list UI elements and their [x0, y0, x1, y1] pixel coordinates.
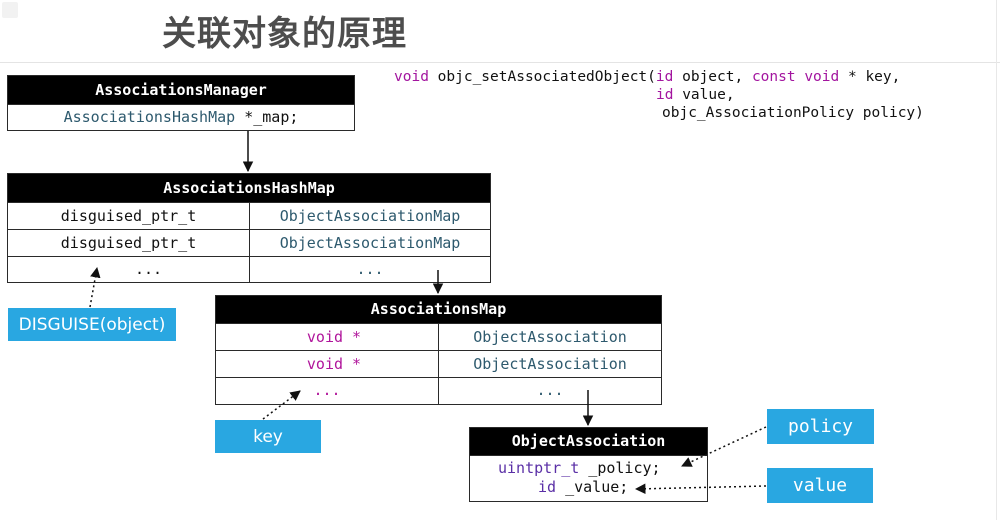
hashmap-value-cell: ObjectAssociationMap	[249, 230, 490, 256]
associations-manager-header: AssociationsManager	[8, 76, 354, 104]
policy-callout: policy	[767, 409, 874, 444]
signature-line-3: objc_AssociationPolicy policy)	[662, 105, 924, 121]
object-association-fields: uintptr_t _policy; id _value;	[470, 455, 707, 501]
manager-field-cell: AssociationsHashMap *_map;	[63, 108, 299, 126]
table-row: ... ...	[8, 256, 490, 282]
assocmap-value-cell: ObjectAssociation	[438, 324, 661, 350]
hashmap-key-cell: ...	[134, 260, 163, 278]
policy-to-field-dotted-arrow	[681, 426, 767, 467]
hashmap-value-cell: ObjectAssociationMap	[249, 203, 490, 229]
window-corner-icon	[2, 2, 18, 18]
key-callout: key	[215, 420, 321, 453]
right-divider	[996, 0, 997, 520]
value-field: id _value;	[538, 478, 629, 496]
associations-hashmap-box: AssociationsHashMap disguised_ptr_t Obje…	[7, 173, 491, 283]
value-to-field-dotted-arrow	[634, 483, 767, 495]
associations-hashmap-header: AssociationsHashMap	[8, 174, 490, 202]
assocmap-value-cell: ObjectAssociation	[438, 351, 661, 377]
policy-field: uintptr_t _policy;	[498, 459, 661, 477]
assocmap-value-cell: ...	[438, 378, 661, 404]
assocmap-key-cell: void *	[306, 328, 362, 346]
table-row: disguised_ptr_t ObjectAssociationMap	[8, 229, 490, 256]
object-association-box: ObjectAssociation uintptr_t _policy; id …	[469, 427, 708, 502]
function-signature: void objc_setAssociatedObject(id object,…	[394, 68, 924, 122]
key-to-void-dotted-arrow	[262, 390, 301, 420]
disguise-callout: DISGUISE(object)	[8, 308, 176, 341]
table-row: disguised_ptr_t ObjectAssociationMap	[8, 202, 490, 229]
table-row: void * ObjectAssociation	[216, 323, 661, 350]
value-callout: value	[767, 468, 873, 503]
object-association-header: ObjectAssociation	[470, 428, 707, 455]
associations-manager-field: AssociationsHashMap *_map;	[8, 104, 354, 130]
table-row: void * ObjectAssociation	[216, 350, 661, 377]
header-divider	[0, 62, 1000, 63]
hashmap-key-cell: disguised_ptr_t	[60, 207, 197, 225]
signature-line-1: void objc_setAssociatedObject(id object,…	[394, 69, 901, 85]
page-title: 关联对象的原理	[162, 14, 407, 54]
assocmap-key-cell: ...	[313, 381, 341, 399]
associations-manager-box: AssociationsManager AssociationsHashMap …	[7, 75, 355, 131]
associations-map-box: AssociationsMap void * ObjectAssociation…	[215, 295, 662, 405]
disguise-to-key-dotted-arrow	[89, 266, 101, 308]
hashmap-key-cell: disguised_ptr_t	[60, 234, 197, 252]
table-row: ... ...	[216, 377, 661, 404]
signature-line-2: id value,	[656, 87, 735, 103]
associations-map-header: AssociationsMap	[216, 296, 661, 323]
assocmap-key-cell: void *	[306, 355, 362, 373]
hashmap-value-cell: ...	[249, 257, 490, 282]
